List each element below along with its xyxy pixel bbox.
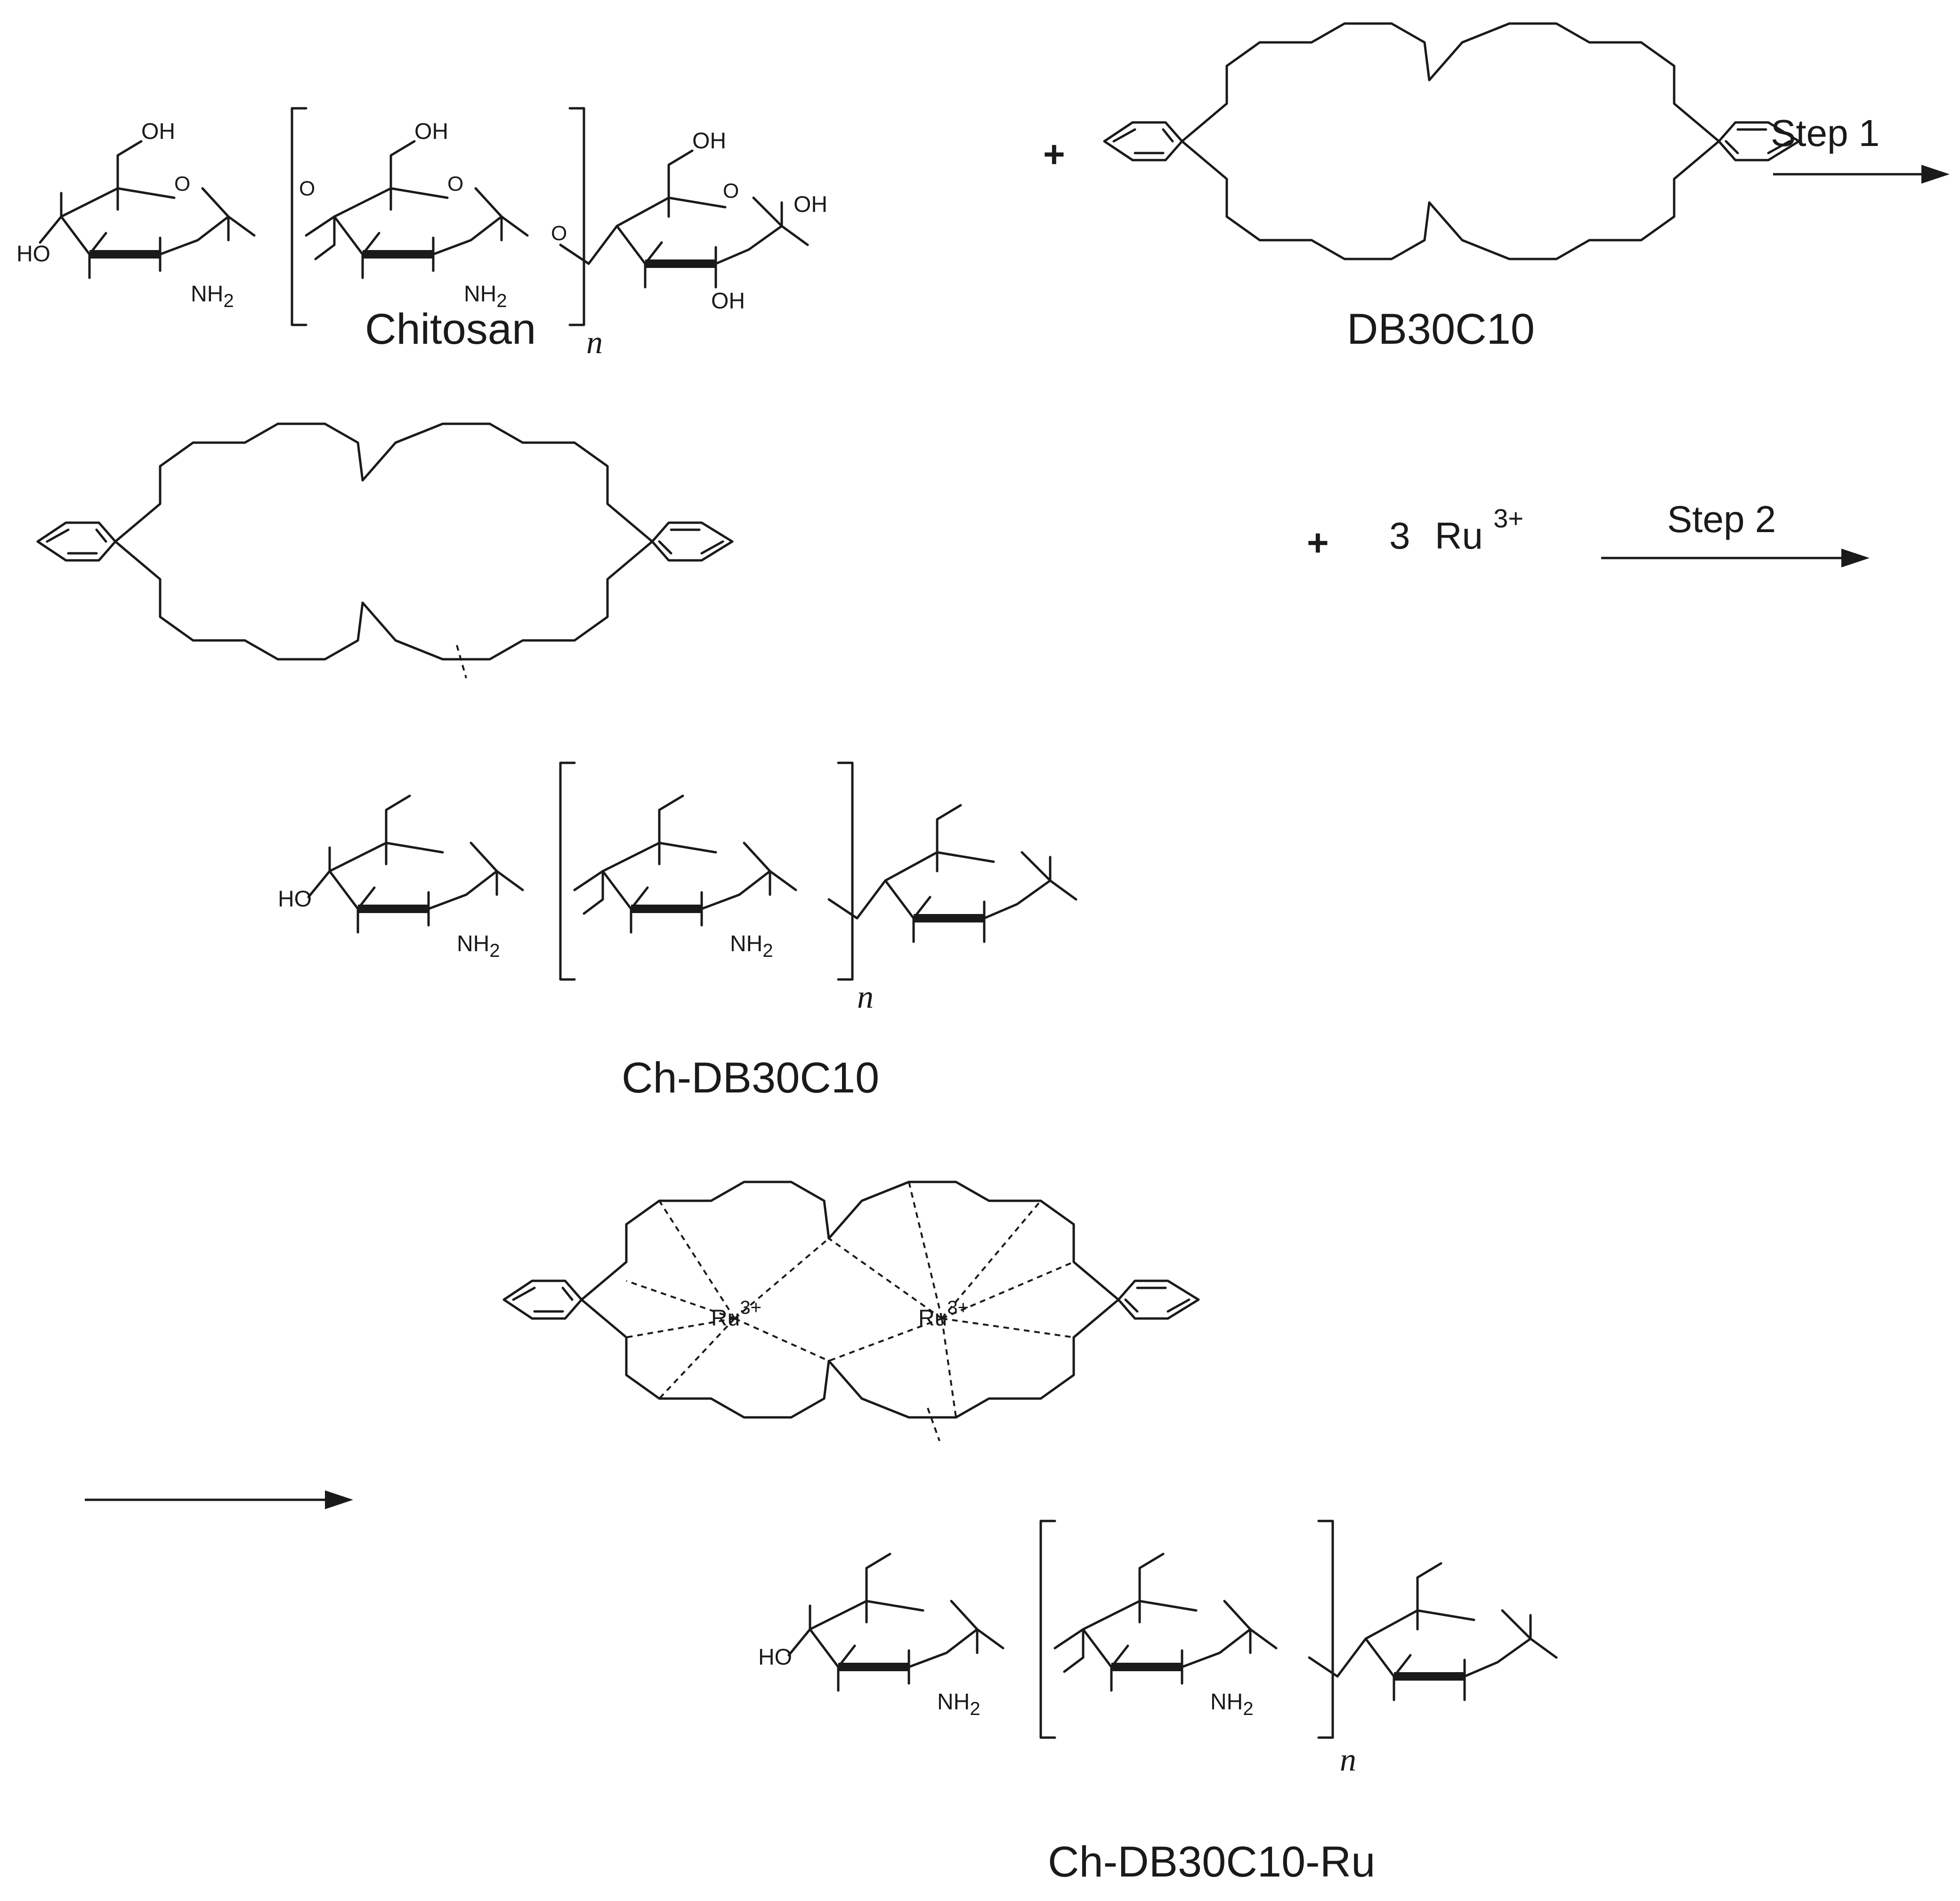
chitosan-label: Chitosan [365,305,536,353]
step1-label: Step 1 [1771,112,1879,154]
product-label: Ch-DB30C10-Ru [1048,1838,1375,1886]
continuation-arrow [85,1490,353,1509]
amine-label: NH2 [937,1690,980,1719]
step2-label: Step 2 [1667,498,1776,540]
amine-label: NH2 [1210,1690,1254,1719]
hydrogen-bond [456,645,467,679]
ring-oxygen: O [447,172,463,195]
ch-db30c10-label: Ch-DB30C10 [622,1054,879,1102]
plus-sign: + [1043,133,1065,175]
ru-reagent: 3 Ru 3+ [1389,503,1523,557]
hydroxyl-label: OH [711,289,745,314]
repeat-subscript: n [586,324,603,361]
chitosan-structure: O O O O O OH OH OH HO OH OH NH2 NH2 n [16,108,827,361]
db30c10-structure [1104,24,1799,259]
ru-center: Ru3+ [918,1297,969,1331]
hydroxyl-label: OH [692,129,726,154]
hydroxyl-label: HO [278,887,312,912]
hydroxyl-label: OH [141,119,175,144]
product-chitosan: HO NH2 NH2 n [758,1521,1556,1778]
db30c10-label: DB30C10 [1347,305,1535,353]
ch-db30c10-crown [38,424,732,659]
repeat-subscript: n [1340,1742,1356,1778]
amine-label: NH2 [730,931,773,961]
hydrogen-bond [927,1408,940,1441]
hydroxyl-label: OH [414,119,448,144]
ch-db30c10-chitosan: HO NH2 NH2 n [278,763,1076,1015]
ring-oxygen: O [723,179,739,202]
ring-oxygen: O [174,172,190,195]
hydroxyl-label: OH [794,192,827,217]
ru-crown-complex: Ru3+ Ru3+ [504,1182,1199,1417]
step1-arrow [1773,165,1950,184]
step2-arrow [1601,549,1870,567]
amine-label: NH2 [457,931,500,961]
amine-label: NH2 [191,282,234,311]
plus-sign: + [1307,522,1329,564]
ring-oxygen: O [299,177,315,200]
glycosidic-oxygen: O [551,222,567,245]
amine-label: NH2 [464,282,507,311]
repeat-subscript: n [857,979,874,1015]
hydroxyl-label: HO [758,1645,792,1670]
hydroxyl-label: HO [16,242,50,267]
ru-center: Ru3+ [711,1297,761,1331]
